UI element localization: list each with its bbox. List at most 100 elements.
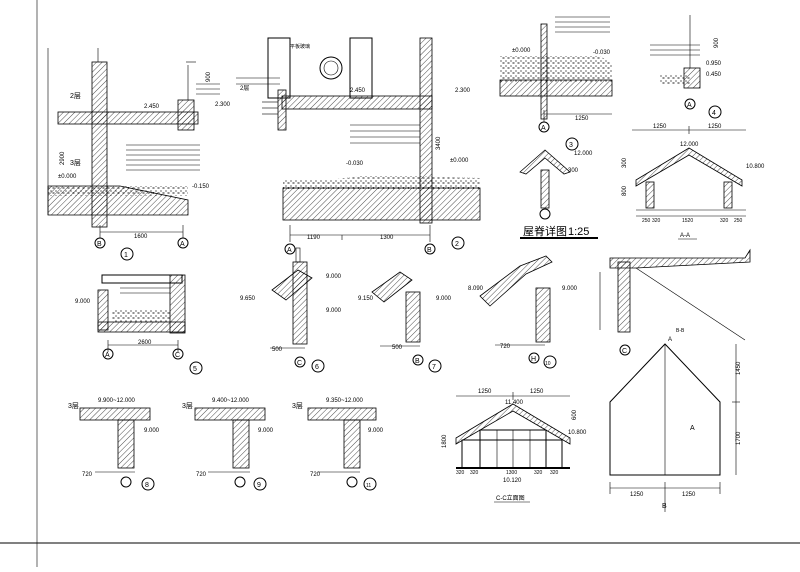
d2-grid-b: B (427, 247, 432, 254)
d1-elev3: ±0.000 (58, 174, 77, 180)
callout-6: 6 (315, 364, 319, 371)
d10-elev1: 8.090 (468, 286, 484, 292)
d7-elev1: 9.150 (358, 296, 374, 302)
detail-9: 3层 9.400~12.000 9.000 720 9 (182, 398, 274, 491)
d4-elev2: 0.450 (706, 72, 722, 78)
callout-5: 5 (193, 366, 197, 373)
cc-top2: 1250 (530, 389, 544, 395)
d6-elev1: 9.650 (240, 296, 256, 302)
d4-dim: 900 (714, 37, 720, 48)
callout-9-circle (253, 477, 267, 491)
callout-2: 2 (455, 241, 459, 248)
d1-grid-bubble-b (94, 237, 106, 249)
detail-1: 2层 3层 2.450 2.300 ±0.000 -0.150 1600 900… (47, 48, 231, 261)
cc-label: C-C立面图 (496, 494, 525, 502)
d10-dim: 720 (500, 344, 511, 350)
ridge-elev: 12.000 (574, 151, 593, 157)
d8-elev1: 9.900~12.000 (98, 398, 136, 404)
d1-grid-a: A (180, 241, 185, 248)
d4-elev1: 0.950 (706, 61, 722, 67)
d5-elev: 9.000 (75, 299, 91, 305)
aa-bot3: 1520 (682, 218, 693, 224)
d6-elev2b: 9.000 (326, 308, 342, 314)
d11-elev1: 9.350~12.000 (326, 398, 364, 404)
d4-grid: A (687, 102, 692, 109)
aa-top2: 1250 (708, 124, 722, 130)
bb-h2: 1700 (736, 431, 742, 445)
cc-bot1: 320 (456, 470, 465, 476)
d3-elev1: ±0.000 (512, 48, 531, 54)
d2-elev1: 2.450 (350, 88, 366, 94)
cc-bot3: 1300 (506, 470, 517, 476)
d9-elev1: 9.400~12.000 (212, 398, 250, 404)
callout-11-circle (363, 477, 377, 491)
title-block: 屋脊详图 1:25 (520, 224, 598, 239)
d6-dim: 500 (272, 347, 283, 353)
d1-dim-w: 1600 (134, 234, 148, 240)
aa-bot5: 250 (734, 218, 743, 224)
d3-dim: 1250 (575, 116, 589, 122)
aa-h1: 300 (622, 157, 628, 168)
d9-dim: 720 (196, 472, 207, 478)
d2-grid-a: A (287, 247, 292, 254)
section-b-b: B-B A A B 1450 1700 1250 1250 (609, 328, 742, 512)
detail-7: 9.150 9.000 500 B 7 (358, 271, 452, 373)
d7-grid: B (415, 358, 420, 365)
aa-label: A-A (680, 233, 690, 239)
cc-bot2: 320 (470, 470, 479, 476)
d9-elev2: 9.000 (258, 428, 274, 434)
aa-elev-top: 12.000 (680, 142, 699, 148)
d3-grid: A (541, 125, 546, 132)
d2-dim2: 1300 (380, 235, 394, 241)
callout-1-circle (120, 247, 134, 261)
eave-grid: C (622, 348, 627, 355)
d10-elev2: 9.000 (562, 286, 578, 292)
d2-round-window (319, 56, 343, 80)
d1-dim-h1: 900 (206, 71, 212, 82)
bb-w2: 1250 (682, 492, 696, 498)
svg-text:平板玻璃: 平板玻璃 (290, 43, 310, 50)
detail-11: 3层 9.350~12.000 9.000 720 11 (292, 398, 384, 491)
d1-elev4: -0.150 (192, 184, 210, 190)
d2-dim1: 1190 (307, 235, 321, 241)
cc-total: 10.120 (503, 478, 522, 484)
d1-lvl3: 3层 (70, 159, 81, 167)
callout-4: 4 (712, 110, 716, 117)
callout-8-circle (141, 477, 155, 491)
ridge-dim: 300 (568, 168, 579, 174)
callout-2-circle (451, 236, 465, 250)
svg-text:A: A (668, 337, 672, 343)
cc-top1: 1250 (478, 389, 492, 395)
d7-elev2: 9.000 (436, 296, 452, 302)
callout-10-circle (543, 355, 557, 369)
aa-top1: 1250 (653, 124, 667, 130)
cc-bot4: 320 (534, 470, 543, 476)
bb-label: B-B (676, 328, 685, 334)
d1-dim-h2: 2900 (60, 151, 66, 165)
d2-dim3: 3400 (436, 136, 442, 150)
detail-2: 平板玻璃 2层 2.450 2.300 -0.030 ±0.000 1190 1… (236, 37, 481, 255)
d1-grid-bubble-a (177, 237, 189, 249)
page-title: 屋脊详图 (523, 224, 567, 238)
d1-elev1: 2.450 (144, 104, 160, 110)
detail-4: 900 0.950 0.450 A 4 (650, 15, 722, 119)
callout-6-circle (311, 359, 325, 373)
detail-5: 9.000 2600 A C 5 (75, 274, 203, 375)
callout-10: 10 (545, 361, 551, 367)
svg-text:A: A (690, 425, 695, 432)
elevation-c-c: 1250 1250 11.400 10.800 320 320 1300 320… (442, 389, 587, 503)
callout-4-circle (708, 105, 722, 119)
cc-bot5: 320 (550, 470, 559, 476)
svg-text:B: B (662, 503, 667, 510)
bb-w1: 1250 (630, 492, 644, 498)
cc-elev-top: 11.400 (505, 400, 524, 406)
d1-lvl2: 2层 (70, 92, 81, 100)
d11-elev2: 9.000 (368, 428, 384, 434)
d8-dim: 720 (82, 472, 93, 478)
section-a-a: 1250 1250 12.000 10.800 250 320 1520 320… (622, 124, 765, 240)
d1-elev2: 2.300 (215, 102, 231, 108)
cc-h2: 600 (572, 409, 578, 420)
cc-elev-mid: 10.800 (568, 430, 587, 436)
